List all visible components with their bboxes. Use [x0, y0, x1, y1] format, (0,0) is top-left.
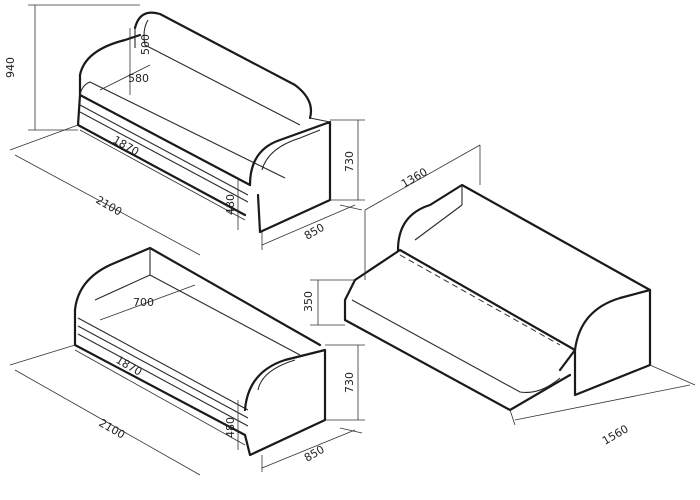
dim-940: 940 [4, 57, 17, 78]
dim-700: 700 [133, 296, 154, 309]
dim-850: 850 [302, 221, 327, 243]
dim-2100: 2100 [94, 193, 125, 218]
dim-1870-bottom: 1870 [114, 353, 145, 378]
dim-480-bottom: 480 [224, 417, 237, 438]
dim-500: 500 [139, 34, 152, 55]
dim-730: 730 [343, 151, 356, 172]
sofa-open-back-view [9, 246, 365, 476]
dim-730-bottom: 730 [343, 372, 356, 393]
dim-2100-bottom: 2100 [97, 416, 128, 441]
dim-1560: 1560 [600, 422, 631, 447]
dim-1360: 1360 [399, 165, 430, 190]
sofa-folded-view [9, 4, 365, 256]
dim-580: 580 [128, 72, 149, 85]
dim-350: 350 [302, 291, 315, 312]
dim-850-bottom: 850 [302, 443, 327, 465]
dim-480: 480 [224, 194, 237, 215]
sofa-bed-unfolded-view [310, 144, 696, 426]
